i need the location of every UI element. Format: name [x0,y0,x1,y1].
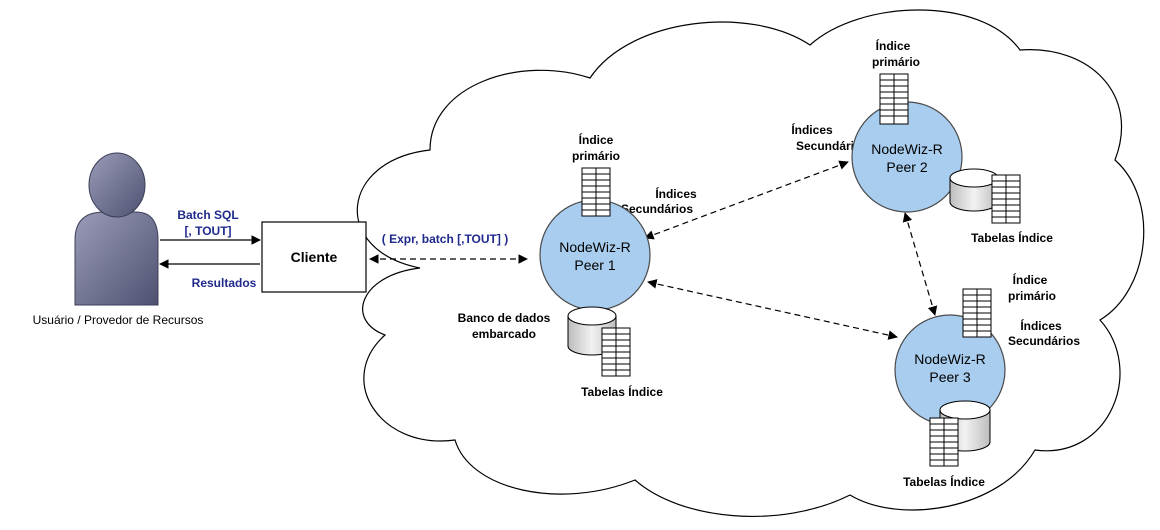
peer1-secondary-index-label-2: Secundários [621,202,693,216]
peer2-secondary-index-label-1: Índices [791,122,833,137]
peer2-name-line2: Peer 2 [886,159,927,175]
peer2-primary-index-label-2: primário [872,55,920,69]
peer3-secondary-index-label-2: Secundários [1008,334,1080,348]
peer2-tables-icon [991,174,1021,224]
peer3-primary-index-label-2: primário [1008,289,1056,303]
peer1-db-label-2: embarcado [472,327,536,341]
peer-1: Índice primário Índices Secundários Node… [458,132,697,399]
peer1-primary-index-label-2: primário [572,149,620,163]
peer3-primary-index-label-1: Índice [1013,272,1048,287]
peer1-peer3-link [647,279,898,340]
peer3-primary-index-icon [962,288,992,338]
peer1-primary-index-label-1: Índice [579,132,614,147]
cloud-shape [356,9,1145,517]
response-label: Resultados [192,276,257,290]
request-label-1: Batch SQL [177,208,238,222]
peer1-name-line1: NodeWiz-R [559,239,631,255]
peer2-secondary-index-label-2: Secundários [796,139,868,153]
peer2-primary-index-label-1: Índice [876,38,911,53]
peer2-peer3-link [902,212,938,316]
peer1-primary-index-icon [581,167,611,217]
peer-2: Índice primário Índices Secundários Node… [791,38,1053,245]
peer1-peer2-link [644,160,849,240]
peer-3: Índice primário Índices Secundários Node… [894,272,1080,489]
peer2-name-line1: NodeWiz-R [871,141,943,157]
peer1-name-line2: Peer 1 [574,257,615,273]
peer3-name-line1: NodeWiz-R [914,351,986,367]
peer2-tables-label: Tabelas Índice [971,230,1053,245]
peer3-tables-icon [929,417,959,467]
user-icon [74,152,159,306]
peer3-name-line2: Peer 3 [929,369,970,385]
peer1-tables-label: Tabelas Índice [581,384,663,399]
peer1-tables-icon [601,327,631,377]
request-label-2: [, TOUT] [184,224,231,238]
client-label: Cliente [291,249,338,265]
peer1-db-label-1: Banco de dados [458,311,551,325]
peer1-secondary-index-label-1: Índices [655,186,697,201]
peer3-secondary-index-label-1: Índices [1020,318,1062,333]
client-link-label: ( Expr, batch [,TOUT] ) [382,232,508,246]
peer3-tables-label: Tabelas Índice [903,474,985,489]
client-box [261,221,367,293]
user-label: Usuário / Provedor de Recursos [33,313,204,327]
peer2-database-icon [949,168,999,212]
peer2-primary-index-icon [879,73,909,125]
